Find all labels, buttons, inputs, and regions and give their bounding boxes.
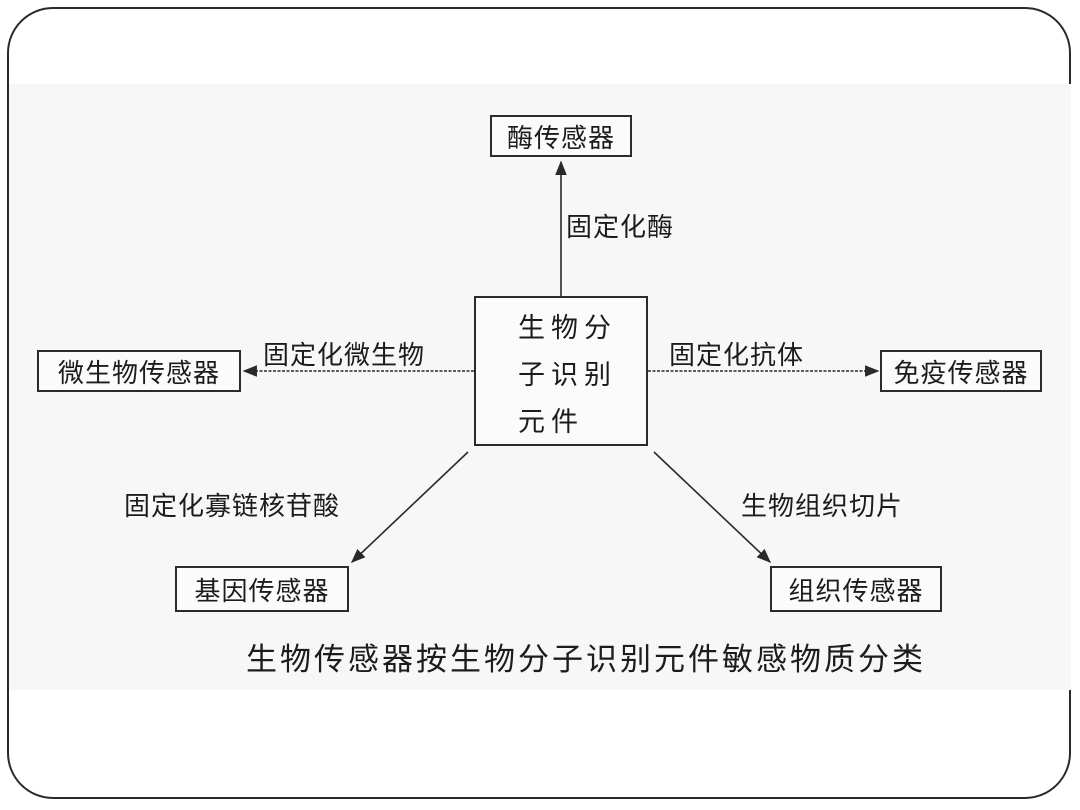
gene-sensor-node: 基因传感器 bbox=[175, 566, 349, 612]
immuno-sensor-label: 免疫传感器 bbox=[893, 358, 1029, 389]
center-label-line2: 子识别 bbox=[518, 360, 617, 391]
recognition-element-node: 生物分 子识别 元件 bbox=[474, 296, 648, 446]
enzyme-sensor-node: 酶传感器 bbox=[490, 115, 632, 157]
center-label-line1: 生物分 bbox=[518, 313, 617, 344]
arrow-to-gene-sensor bbox=[350, 451, 469, 563]
tissue-sensor-node: 组织传感器 bbox=[770, 566, 942, 612]
edge-label-tissue-slice: 生物组织切片 bbox=[741, 492, 904, 522]
edge-label-immobilized-microbe: 固定化微生物 bbox=[263, 341, 426, 371]
edge-label-immobilized-antibody: 固定化抗体 bbox=[669, 341, 805, 371]
center-label-line3: 元件 bbox=[518, 407, 584, 438]
gene-sensor-label: 基因传感器 bbox=[194, 576, 330, 607]
enzyme-sensor-label: 酶传感器 bbox=[506, 123, 615, 154]
immuno-sensor-node: 免疫传感器 bbox=[880, 350, 1042, 392]
figure-caption: 生物传感器按生物分子识别元件敏感物质分类 bbox=[246, 642, 926, 678]
tissue-sensor-label: 组织传感器 bbox=[788, 576, 924, 607]
microbial-sensor-label: 微生物传感器 bbox=[57, 358, 220, 389]
edge-label-immobilized-oligonucleotide: 固定化寡链核苷酸 bbox=[124, 492, 341, 522]
microbial-sensor-node: 微生物传感器 bbox=[37, 350, 241, 392]
edge-label-immobilized-enzyme: 固定化酶 bbox=[566, 213, 675, 243]
arrow-to-tissue-sensor bbox=[653, 451, 772, 563]
